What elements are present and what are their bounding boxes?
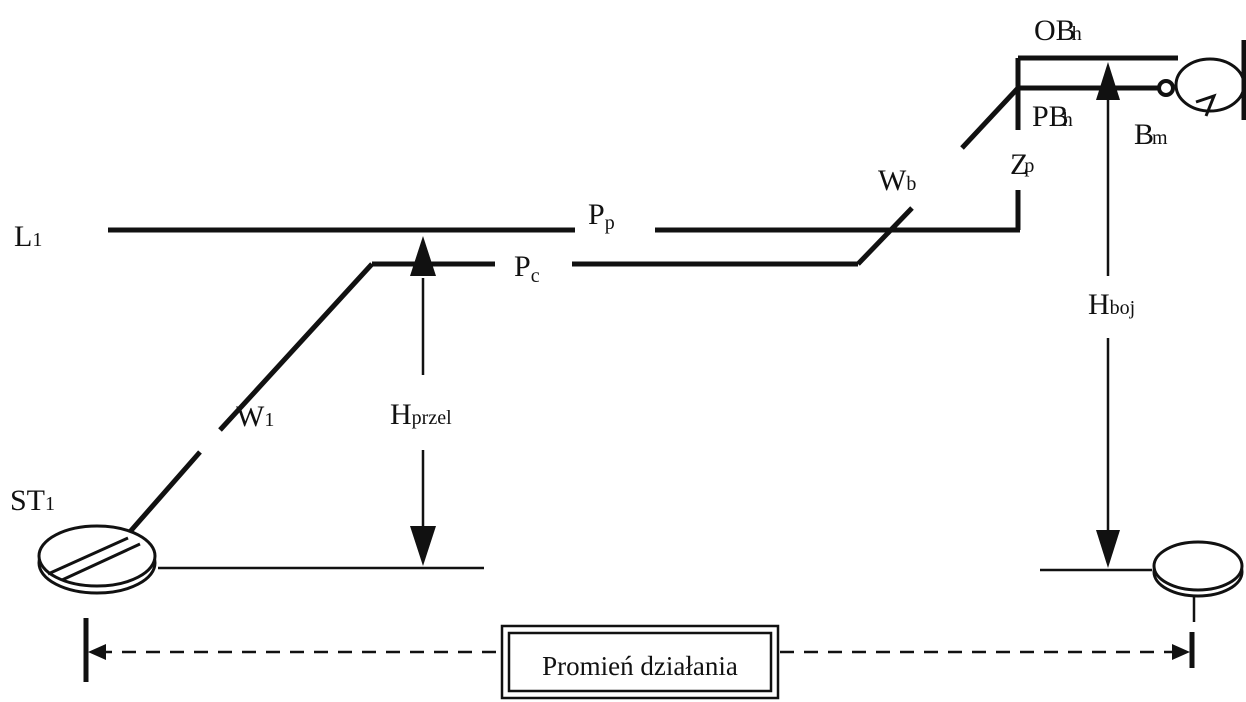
range-label: Promień działania — [542, 651, 738, 681]
st1-runway-stripe-a — [47, 536, 129, 576]
hboj-arrowhead-up — [1096, 62, 1120, 100]
obh-label: OBh — [1034, 14, 1082, 47]
hprzel-arrowhead-up — [410, 236, 436, 276]
w1-climb-lower — [126, 450, 202, 536]
range-box-outer — [500, 624, 780, 700]
pp-label: Pp — [588, 198, 615, 234]
bm-label: Bm — [1134, 118, 1168, 151]
target-disc-icon — [1152, 540, 1244, 592]
st1-runway-stripe-b — [61, 542, 141, 582]
w1-climb-upper — [218, 262, 374, 432]
st1-airfield-icon — [37, 524, 157, 588]
pc-label: Pc — [514, 250, 540, 287]
hprzel-arrowhead-down — [410, 526, 436, 566]
range-arrowhead-left — [88, 644, 106, 660]
wb-label: Wb — [878, 164, 916, 197]
bm-point-icon — [1157, 79, 1175, 97]
st1-label: ST1 — [10, 484, 55, 517]
hprzel-label: Hprzel — [390, 398, 452, 431]
bm-loop-arrow-icon — [1195, 93, 1217, 117]
w1-label: W1 — [236, 400, 274, 433]
zp-label: Zp — [1010, 148, 1034, 181]
range-arrowhead-right — [1172, 644, 1190, 660]
l1-label: L1 — [14, 220, 42, 253]
hboj-label: Hboj — [1088, 288, 1135, 321]
wb-climb-upper — [960, 86, 1020, 150]
wb-climb-line — [856, 206, 914, 266]
hboj-arrowhead-down — [1096, 530, 1120, 568]
pbh-label: PBh — [1032, 100, 1073, 133]
range-box-inner — [507, 631, 773, 693]
